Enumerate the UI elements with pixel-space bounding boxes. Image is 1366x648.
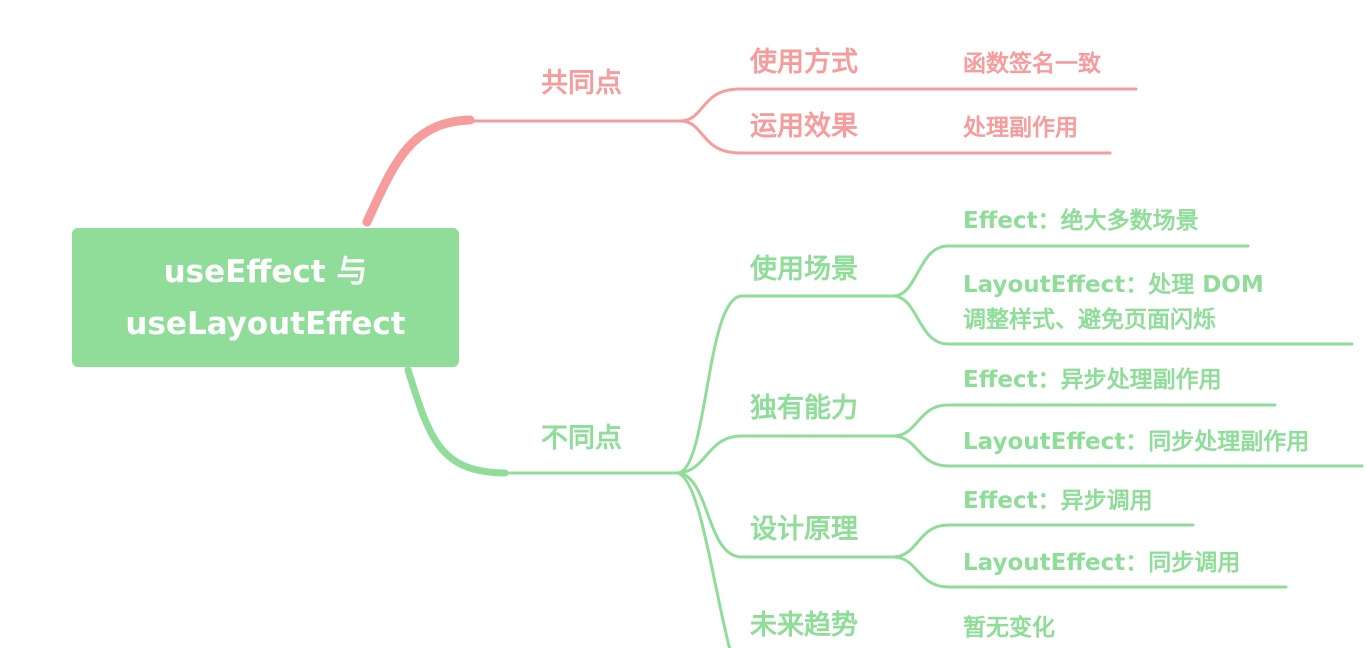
node-apply-effect[interactable]: 运用效果 bbox=[750, 111, 858, 142]
root-node[interactable]: useEffect 与 useLayoutEffect bbox=[72, 228, 459, 367]
branch-diff-label[interactable]: 不同点 bbox=[541, 423, 622, 454]
branch-common-label[interactable]: 共同点 bbox=[541, 68, 622, 99]
connector-ability-layout bbox=[891, 434, 1364, 468]
root-title-line1: useEffect 与 bbox=[163, 253, 368, 290]
connector-scene-layout bbox=[891, 294, 1354, 346]
node-unique-ability[interactable]: 独有能力 bbox=[750, 393, 858, 424]
leaf-no-change[interactable]: 暂无变化 bbox=[963, 615, 1055, 641]
connector-root-common bbox=[362, 115, 475, 227]
connector-root-diff bbox=[404, 366, 509, 477]
connector-design-effect bbox=[891, 523, 1195, 559]
connector-diff-future bbox=[676, 471, 732, 648]
node-future-trend[interactable]: 未来趋势 bbox=[750, 610, 858, 641]
leaf-layout-sync-side-effects[interactable]: LayoutEffect：同步处理副作用 bbox=[963, 429, 1310, 455]
leaf-layout-avoid-flicker[interactable]: 调整样式、避免页面闪烁 bbox=[963, 307, 1216, 333]
connector-diff-scene bbox=[676, 294, 895, 475]
leaf-handle-side-effects[interactable]: 处理副作用 bbox=[963, 115, 1078, 141]
node-usage-method[interactable]: 使用方式 bbox=[750, 47, 858, 78]
connector-design-layout bbox=[891, 555, 1288, 589]
leaf-layout-handle-dom[interactable]: LayoutEffect：处理 DOM bbox=[963, 272, 1264, 298]
leaf-layout-sync-call[interactable]: LayoutEffect：同步调用 bbox=[963, 550, 1241, 576]
leaf-effect-most-scenes[interactable]: Effect：绝大多数场景 bbox=[963, 208, 1199, 234]
connector-scene-effect bbox=[891, 244, 1250, 298]
connector-ability-effect bbox=[891, 403, 1277, 438]
node-use-scene[interactable]: 使用场景 bbox=[750, 254, 858, 285]
leaf-same-signature[interactable]: 函数签名一致 bbox=[963, 51, 1101, 77]
connector-common-usage bbox=[678, 87, 1138, 123]
connector-diff-design bbox=[676, 471, 895, 559]
connector-common-effect bbox=[678, 119, 1112, 155]
root-title-line2: useLayoutEffect bbox=[125, 305, 406, 342]
node-design-principle[interactable]: 设计原理 bbox=[750, 514, 858, 545]
leaf-effect-async-call[interactable]: Effect：异步调用 bbox=[963, 488, 1153, 514]
connector-diff-ability bbox=[676, 434, 895, 475]
leaf-effect-async-side-effects[interactable]: Effect：异步处理副作用 bbox=[963, 367, 1222, 393]
